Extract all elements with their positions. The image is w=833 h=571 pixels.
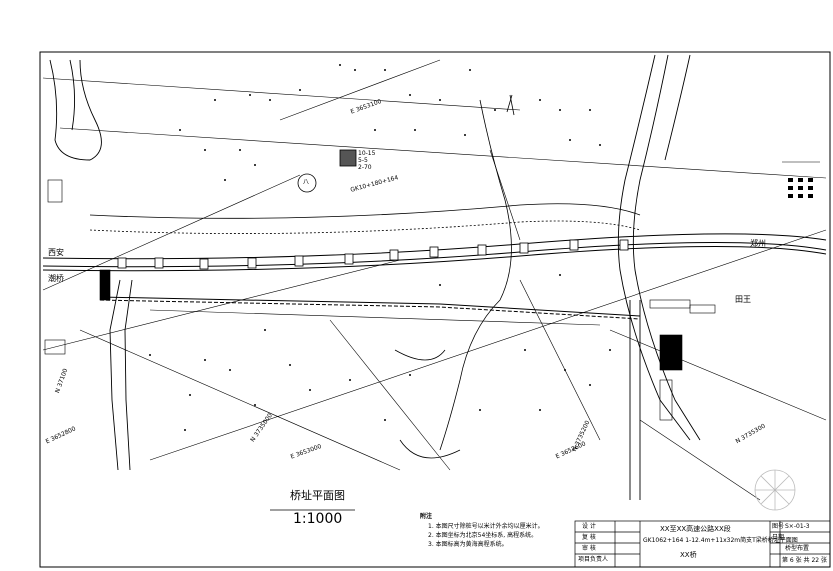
circle-mark (297, 173, 317, 193)
bridge-piers (117, 239, 629, 270)
tb-right-2: 日期 (772, 534, 785, 541)
legend-line-3: 2-70 (358, 164, 372, 171)
tb-bridge-line: GK1062+164 1-12.4m+11x32m简支T梁桥桥址平面图 (643, 537, 798, 544)
hatched-plot (339, 149, 357, 167)
circle-mark-label: 八 (303, 179, 310, 186)
title-block-frame (574, 520, 831, 568)
place-lintong: 潮桥 (48, 274, 64, 283)
drawing-border (39, 51, 831, 568)
tb-row-4: 项目负责人 (578, 556, 609, 563)
tb-row-3: 审 核 (582, 545, 596, 552)
place-zhengzhou: 郑州 (750, 239, 766, 248)
river-left (49, 59, 133, 471)
notes-heading: 附注 (420, 513, 433, 520)
place-xian: 西安 (48, 248, 64, 257)
grid-lines (42, 59, 827, 501)
plan-title: 桥址平面图 (290, 489, 345, 502)
note-1: 1. 本图尺寸除桩号以米计外余均以厘米计。 (428, 523, 544, 530)
right-corridor (617, 54, 701, 500)
survey-points (149, 64, 611, 431)
legend-line-1: 10-15 (358, 150, 376, 157)
place-tianwang: 田王 (735, 295, 751, 304)
note-2: 2. 本图坐标为北京54坐标系, 高程系统。 (428, 532, 538, 539)
scale-label: 1:1000 (293, 511, 343, 527)
tb-row-2: 复 核 (582, 534, 596, 541)
buildings-left (44, 179, 111, 355)
legend-line-2: 5-5 (358, 157, 368, 164)
buildings-right (649, 299, 716, 421)
tb-project: XX至XX高速公路XX段 (660, 525, 731, 533)
creek (394, 99, 512, 459)
legend-symbols (782, 161, 820, 198)
upper-road (89, 203, 641, 234)
main-highway (42, 233, 827, 272)
tb-row-1: 设 计 (582, 523, 596, 530)
watermark-logo (754, 469, 796, 511)
tb-sub: XX桥 (680, 551, 697, 559)
note-3: 3. 本图标高为黄海高程系统。 (428, 541, 508, 548)
railway (99, 296, 641, 326)
tb-code: 桥型布置 (785, 545, 810, 552)
tb-right-1: 图号 (772, 523, 785, 530)
tb-sheet: 第 6 张 共 22 张 (782, 557, 827, 564)
north-arrow-icon (506, 94, 515, 116)
tb-drawing-no: S×-01-3 (785, 523, 810, 530)
